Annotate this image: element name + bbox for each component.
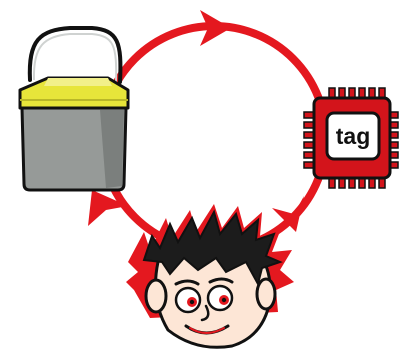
arrow-top-icon [200, 10, 231, 46]
person-icon [126, 204, 294, 349]
bin-icon [18, 26, 130, 192]
cycle-arrowheads [88, 10, 304, 232]
chip-icon: tag [303, 87, 399, 189]
arrow-right-icon [272, 196, 304, 232]
chip-label: tag [336, 123, 371, 149]
arrow-left-icon [88, 190, 128, 226]
